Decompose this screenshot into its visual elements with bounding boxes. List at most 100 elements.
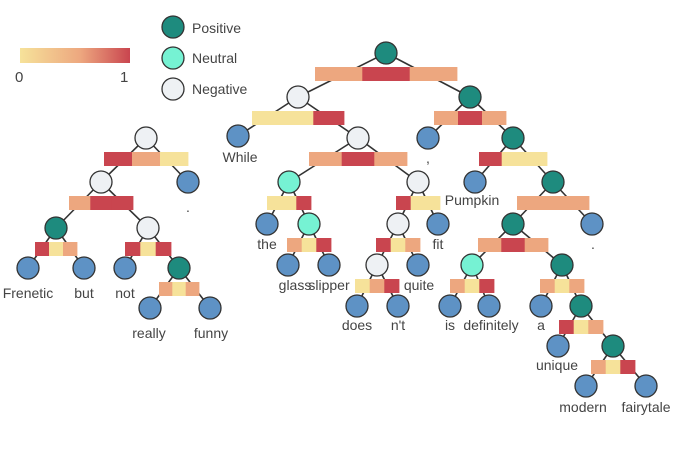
word-leaf-icon xyxy=(477,294,501,318)
positive-node-icon xyxy=(44,216,68,240)
word-label: Pumpkin xyxy=(445,192,499,208)
word-label: is xyxy=(445,317,455,333)
negative-node-icon xyxy=(286,85,310,109)
attention-bar xyxy=(69,196,134,210)
attention-bar-segment xyxy=(252,111,284,125)
attention-bar-segment xyxy=(287,238,303,252)
attention-bar-segment xyxy=(125,242,141,256)
attention-bar-segment xyxy=(524,152,548,166)
attention-bar-segment xyxy=(69,196,91,210)
attention-bar-segment xyxy=(384,279,400,293)
negative-node-icon xyxy=(134,126,158,150)
attention-bar-segment xyxy=(172,282,186,296)
attention-bar xyxy=(355,279,400,293)
attention-bar-segment xyxy=(501,238,525,252)
positive-node-icon xyxy=(541,170,565,194)
attention-bar-segment xyxy=(159,282,173,296)
attention-bar-segment xyxy=(132,152,161,166)
neutral-node-icon xyxy=(297,212,321,236)
attention-bar-segment xyxy=(296,196,312,210)
attention-bar-segment xyxy=(479,152,503,166)
word-label: While xyxy=(222,149,257,165)
attention-bar-segment xyxy=(450,279,466,293)
legend-negative: Negative xyxy=(161,77,247,101)
word-leaf-icon xyxy=(634,374,658,398)
positive-node-icon xyxy=(550,253,574,277)
legend-positive: Positive xyxy=(161,15,241,39)
attention-bar-segment xyxy=(90,196,112,210)
attention-bar-segment xyxy=(282,111,314,125)
attention-bar-segment xyxy=(620,360,636,374)
attention-bar-segment xyxy=(374,152,408,166)
attention-bar-segment xyxy=(573,320,589,334)
attention-bar-segment xyxy=(517,196,542,210)
word-label: n't xyxy=(391,317,405,333)
attention-bar xyxy=(376,238,421,252)
neutral-node-icon xyxy=(161,46,185,70)
attention-bar-segment xyxy=(316,238,332,252)
word-leaf-icon xyxy=(276,253,300,277)
word-label: definitely xyxy=(463,317,518,333)
word-leaf-icon xyxy=(72,256,96,280)
attention-bar xyxy=(159,282,200,296)
attention-bar-segment xyxy=(369,279,385,293)
attention-bar xyxy=(517,196,590,210)
word-leaf-icon xyxy=(438,294,462,318)
attention-bar-segment xyxy=(35,242,50,256)
attention-bar-segment xyxy=(315,67,363,81)
word-leaf-icon xyxy=(176,170,200,194)
positive-node-icon xyxy=(501,212,525,236)
word-label: . xyxy=(186,199,190,215)
word-label: does xyxy=(342,317,372,333)
attention-bar-segment xyxy=(160,152,189,166)
word-leaf-icon xyxy=(406,253,430,277)
legend-neutral-label: Neutral xyxy=(192,50,237,66)
positive-node-icon xyxy=(569,294,593,318)
attention-bar xyxy=(540,279,585,293)
negative-node-icon xyxy=(161,77,185,101)
negative-node-icon xyxy=(386,212,410,236)
word-label: funny xyxy=(194,325,228,341)
word-leaf-icon xyxy=(463,170,487,194)
word-label: slipper xyxy=(308,277,350,293)
attention-bar xyxy=(591,360,636,374)
attention-bar xyxy=(104,152,189,166)
attention-bar xyxy=(315,67,458,81)
tree-nodes xyxy=(16,41,658,398)
attention-bar-segment xyxy=(111,196,134,210)
attention-bar-segment xyxy=(541,196,566,210)
word-label: really xyxy=(132,325,165,341)
attention-bar-segment xyxy=(104,152,133,166)
attention-bar-segment xyxy=(458,111,483,125)
positive-node-icon xyxy=(167,256,191,280)
attention-bar-segment xyxy=(405,238,421,252)
word-leaf-icon xyxy=(226,124,250,148)
attention-bars xyxy=(35,67,636,374)
word-label: a xyxy=(537,317,545,333)
attention-bar-segment xyxy=(425,196,441,210)
word-label: quite xyxy=(404,277,435,293)
word-leaf-icon xyxy=(426,212,450,236)
attention-bar-segment xyxy=(309,152,343,166)
attention-bar-segment xyxy=(559,320,575,334)
word-leaf-icon xyxy=(386,294,410,318)
attention-bar-segment xyxy=(396,196,412,210)
attention-bar-segment xyxy=(140,242,156,256)
attention-bar-segment xyxy=(479,279,495,293)
attention-bar-segment xyxy=(569,279,585,293)
word-label: not xyxy=(115,285,135,301)
word-label: Frenetic xyxy=(3,285,54,301)
node-legend: Positive Neutral Negative xyxy=(161,15,247,101)
word-leaf-icon xyxy=(198,296,222,320)
attention-bar-segment xyxy=(376,238,392,252)
attention-bar-segment xyxy=(49,242,64,256)
attention-bar-segment xyxy=(155,242,172,256)
negative-node-icon xyxy=(346,126,370,150)
negative-node-icon xyxy=(136,216,160,240)
attention-bar xyxy=(287,238,332,252)
positive-node-icon xyxy=(161,15,185,39)
attention-bar-segment xyxy=(267,196,283,210)
word-label: modern xyxy=(559,399,606,415)
attention-bar-segment xyxy=(390,238,406,252)
